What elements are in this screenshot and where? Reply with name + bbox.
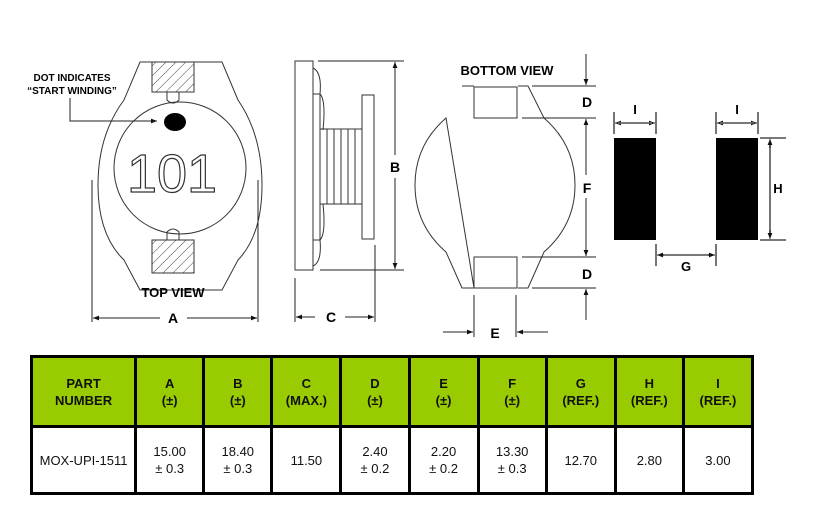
cell-h: 2.80 — [613, 425, 685, 495]
dim-e-label: E — [490, 325, 499, 341]
side-view: B C — [294, 60, 404, 325]
cell-part-number: MOX-UPI-1511 — [29, 425, 138, 495]
top-view-title: TOP VIEW — [141, 285, 205, 300]
header-d: D(±) — [339, 355, 411, 428]
cell-g: 12.70 — [544, 425, 617, 495]
bottom-view-body-outline — [414, 85, 576, 289]
bottom-view-title: BOTTOM VIEW — [461, 63, 555, 78]
dim-f-label: F — [583, 180, 592, 196]
header-e: E(±) — [407, 355, 480, 428]
header-a: A(±) — [134, 355, 206, 428]
dim-i-left-label: I — [633, 102, 637, 117]
start-winding-leader-arrow — [69, 98, 157, 124]
header-i: I(REF.) — [681, 355, 755, 428]
cell-e: 2.20± 0.2 — [407, 425, 480, 495]
cell-c: 11.50 — [270, 425, 343, 495]
side-view-flange-left — [294, 60, 314, 271]
dim-a-label: A — [168, 310, 178, 326]
land-pad-left — [614, 138, 656, 240]
bottom-pad-bottom — [473, 256, 518, 289]
table-row: MOX-UPI-1511 15.00± 0.3 18.40± 0.3 11.50… — [29, 425, 755, 495]
start-winding-note-line1: DOT INDICATES — [33, 73, 110, 84]
top-view-body-outline — [97, 61, 263, 291]
top-view-core-circle — [113, 101, 247, 235]
top-terminal — [151, 61, 195, 93]
mechanical-drawing: 101 DOT INDICATES “START WINDING” TOP VI… — [27, 54, 786, 341]
land-pad-right — [716, 138, 758, 240]
header-g: G(REF.) — [544, 355, 617, 428]
dim-i-right-label: I — [735, 102, 739, 117]
cell-d: 2.40± 0.2 — [339, 425, 411, 495]
bottom-terminal — [151, 239, 195, 274]
dim-d-bottom-label: D — [582, 266, 592, 282]
side-view-winding-turns — [326, 129, 356, 204]
bottom-terminal-tab — [166, 228, 180, 240]
top-terminal-tab — [166, 92, 180, 104]
header-c: C(MAX.) — [270, 355, 343, 428]
land-pattern: I I H G — [613, 102, 786, 274]
cell-b: 18.40± 0.3 — [202, 425, 274, 495]
dim-b-label: B — [390, 159, 400, 175]
start-winding-note-line2: “START WINDING” — [27, 86, 117, 97]
top-view: 101 DOT INDICATES “START WINDING” TOP VI… — [27, 61, 263, 326]
dim-d-top-label: D — [582, 94, 592, 110]
dim-h-label: H — [773, 181, 782, 196]
header-h: H(REF.) — [613, 355, 685, 428]
bottom-view: BOTTOM VIEW D F D E — [414, 54, 596, 341]
cell-a: 15.00± 0.3 — [134, 425, 206, 495]
bottom-pad-top — [473, 86, 518, 119]
dim-g-label: G — [681, 259, 691, 274]
start-winding-dot — [164, 113, 186, 131]
part-marking: 101 — [127, 144, 217, 204]
header-b: B(±) — [202, 355, 274, 428]
cell-f: 13.30± 0.3 — [476, 425, 548, 495]
side-view-flange-right — [361, 94, 375, 240]
cell-i: 3.00 — [681, 425, 755, 495]
dim-c-label: C — [326, 309, 336, 325]
header-f: F(±) — [476, 355, 548, 428]
